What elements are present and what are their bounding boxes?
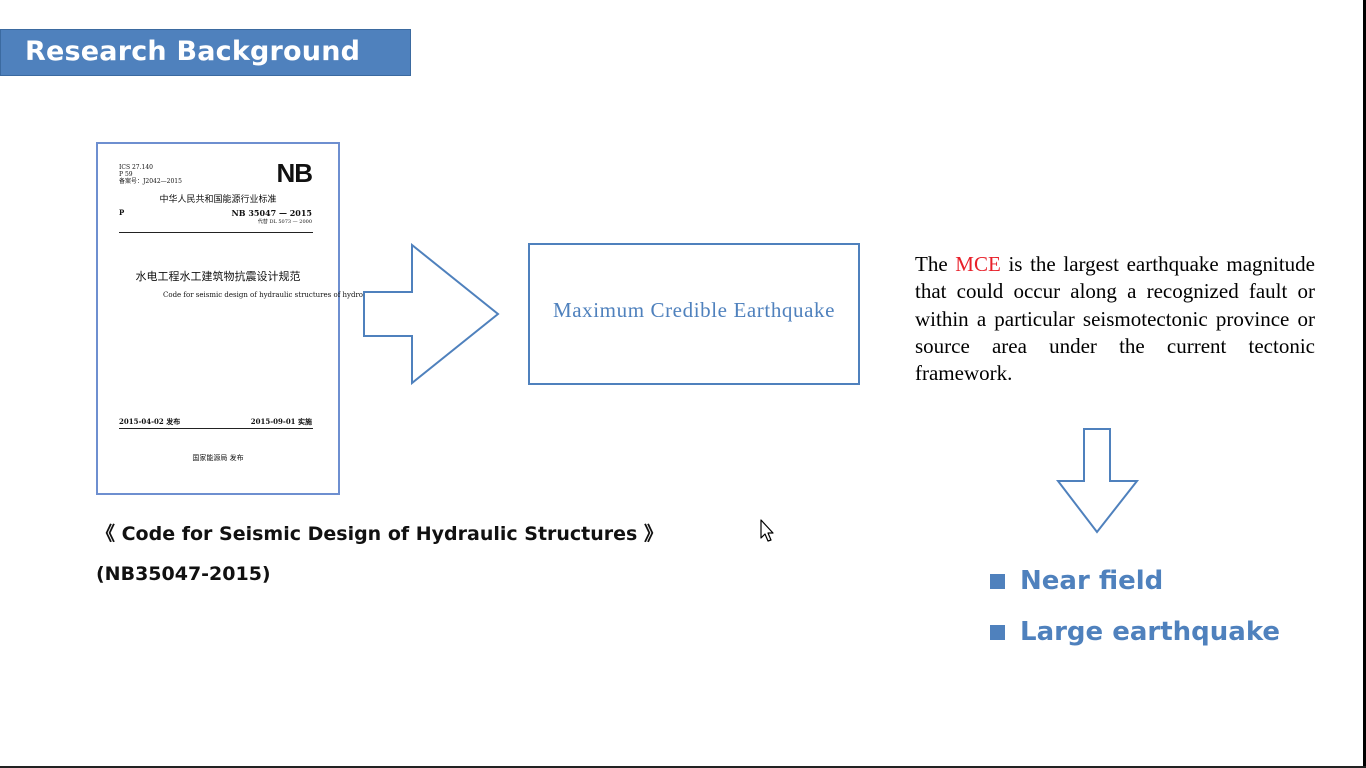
cover-ics-line: P 59 [119,171,133,178]
cover-issuer: 国家能源局 发布 [192,454,244,462]
cover-standard-number: NB 35047 — 2015 [231,208,312,218]
cover-title-cn: 水电工程水工建筑物抗震设计规范 [135,270,301,283]
cover-title-en-text: Code for seismic design of hydraulic str… [163,291,413,299]
title-banner: Research Background [0,29,411,76]
standard-cover-image: ICS 27.140 P 59 备案号：J2042—2015 NB 中华人民共和… [96,142,413,495]
mce-box-label: Maximum Credible Earthquake [552,298,836,322]
mce-definition-box: Maximum Credible Earthquake [528,243,860,385]
mce-description: The MCE is the largest earthquake magnit… [915,251,1315,387]
bullet-label: Near field [1020,566,1164,596]
cover-ics-line: ICS 27.140 [119,164,153,171]
cover-divider [119,232,313,233]
cover-publish-date: 2015-04-02 发布 [119,417,181,426]
cover-category: P [119,208,125,217]
cover-nb-logo: NB [276,158,313,188]
square-bullet-icon [990,625,1005,640]
cover-ics-block: ICS 27.140 P 59 备案号：J2042—2015 [119,164,182,185]
cover-replaces: 代替 DL 5073 — 2000 [257,219,312,225]
caption-code: (NB35047-2015) [96,563,271,585]
square-bullet-icon [990,574,1005,589]
slide-right-border [1363,0,1366,768]
description-prefix: The [915,252,956,276]
mce-highlight: MCE [955,252,1001,276]
cover-divider [119,428,313,429]
mouse-pointer-icon [760,519,774,542]
cover-ics-line: 备案号：J2042—2015 [119,178,182,185]
arrow-down-icon [1056,428,1140,534]
cover-standard-type: 中华人民共和国能源行业标准 [159,195,277,205]
description-suffix: is the largest earthquake magnitude that… [915,252,1316,386]
slide-bottom-border [0,766,1366,768]
standard-caption: 《 Code for Seismic Design of Hydraulic S… [96,514,663,594]
cover-implement-date: 2015-09-01 实施 [250,417,312,426]
cover-title-en: Code for seismic design of hydraulic str… [98,290,413,300]
caption-title: 《 Code for Seismic Design of Hydraulic S… [96,523,663,545]
slide-title: Research Background [25,36,361,67]
bullet-label: Large earthquake [1020,617,1281,647]
arrow-right-icon [363,243,500,386]
